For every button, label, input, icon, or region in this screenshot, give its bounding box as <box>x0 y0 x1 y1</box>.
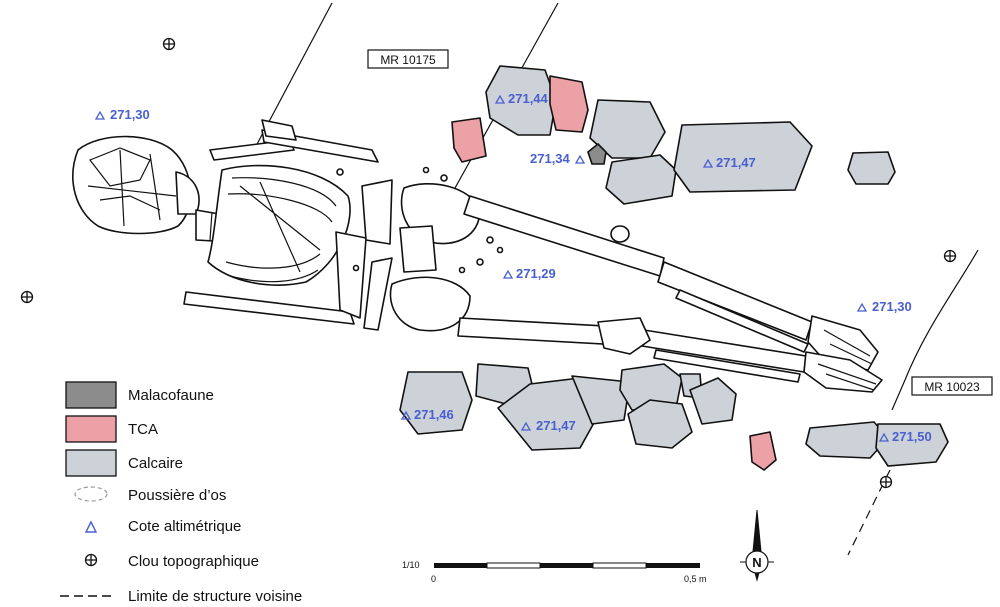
left-femur <box>463 195 665 277</box>
svg-text:1/10: 1/10 <box>402 560 420 570</box>
patella <box>610 225 630 243</box>
svg-text:0,5 m: 0,5 m <box>684 574 707 584</box>
legend-label-clou: Clou topographique <box>128 553 259 570</box>
svg-text:271,47: 271,47 <box>716 155 756 170</box>
svg-text:271,47: 271,47 <box>536 418 576 433</box>
legend-label-poussiere: Poussière d’os <box>128 487 226 504</box>
stone <box>673 121 813 193</box>
svg-text:0: 0 <box>431 574 436 584</box>
right-fibula <box>653 349 801 383</box>
legend-swatch-calcaire <box>65 449 117 477</box>
tca-fragment <box>749 431 777 471</box>
svg-text:N: N <box>752 555 761 570</box>
stone <box>485 65 557 136</box>
bone-dust-icon <box>74 486 108 502</box>
pelvis-right <box>389 276 471 332</box>
svg-text:271,44: 271,44 <box>508 91 549 106</box>
hand <box>597 317 651 355</box>
altitude-marker: 271,34 <box>530 151 586 166</box>
altitude-marker: 271,30 <box>856 299 912 314</box>
survey-nails <box>20 37 957 489</box>
right-humerus <box>183 291 355 325</box>
svg-text:271,50: 271,50 <box>892 429 932 444</box>
survey-nail-icon <box>943 249 957 263</box>
legend-label-malacofaune: Malacofaune <box>128 387 214 404</box>
altitude-marker: 271,44 <box>494 91 549 106</box>
scapula <box>261 119 297 141</box>
stone <box>847 151 896 185</box>
legend-swatch-tca <box>65 415 117 443</box>
svg-text:271,34: 271,34 <box>530 151 571 166</box>
survey-nail-icon <box>879 475 893 489</box>
stone <box>627 399 693 449</box>
legend: Malacofaune TCA Calcaire Poussière d’os … <box>60 381 302 605</box>
legend-label-calcaire: Calcaire <box>128 455 183 472</box>
svg-text:271,30: 271,30 <box>110 107 150 122</box>
svg-text:MR 10175: MR 10175 <box>380 53 436 67</box>
north-arrow-icon: N <box>740 509 774 582</box>
tca-fragment <box>549 75 589 133</box>
legend-label-tca: TCA <box>128 421 158 438</box>
altitude-markers: 271,30 271,44 271,34 271,47 271,29 271,3… <box>94 91 932 444</box>
stone <box>689 377 737 425</box>
mandible <box>175 171 200 215</box>
svg-text:MR 10023: MR 10023 <box>924 380 980 394</box>
altitude-marker: 271,47 <box>702 155 756 170</box>
altitude-marker: 271,29 <box>502 266 556 281</box>
svg-text:271,30: 271,30 <box>872 299 912 314</box>
scale-bar: 1/10 0 0,5 m <box>402 560 707 584</box>
survey-nail-icon <box>84 553 98 567</box>
stone <box>399 371 473 435</box>
altitude-marker: 271,47 <box>520 418 576 433</box>
radius <box>363 257 393 331</box>
altitude-marker: 271,30 <box>94 107 150 122</box>
limestone-blocks <box>399 65 949 467</box>
legend-label-cote: Cote altimétrique <box>128 518 241 535</box>
skeleton <box>72 119 883 393</box>
clavicle <box>209 139 295 161</box>
tca-fragment <box>451 117 487 163</box>
legend-swatch-malacofaune <box>65 381 117 409</box>
right-forearm <box>335 231 367 319</box>
svg-text:271,46: 271,46 <box>414 407 454 422</box>
malacofauna-shell <box>587 142 607 165</box>
stone <box>805 421 889 459</box>
left-tibia <box>657 261 813 341</box>
altitude-marker: 271,46 <box>400 407 454 422</box>
altitude-triangle-icon <box>84 520 98 533</box>
svg-text:271,29: 271,29 <box>516 266 556 281</box>
survey-nail-icon <box>162 37 176 51</box>
wall-label-mr10175: MR 10175 <box>367 49 449 69</box>
left-forearm <box>361 179 393 245</box>
wall-label-mr10023: MR 10023 <box>911 376 993 396</box>
stone <box>571 375 631 425</box>
stone <box>875 423 949 467</box>
survey-nail-icon <box>20 290 34 304</box>
tca-fragments <box>451 75 777 471</box>
sacrum <box>399 225 437 273</box>
left-fibula <box>675 289 809 353</box>
legend-label-limite: Limite de structure voisine <box>128 588 302 605</box>
stone <box>605 154 677 205</box>
altitude-marker: 271,50 <box>878 429 932 444</box>
skull <box>72 135 192 235</box>
